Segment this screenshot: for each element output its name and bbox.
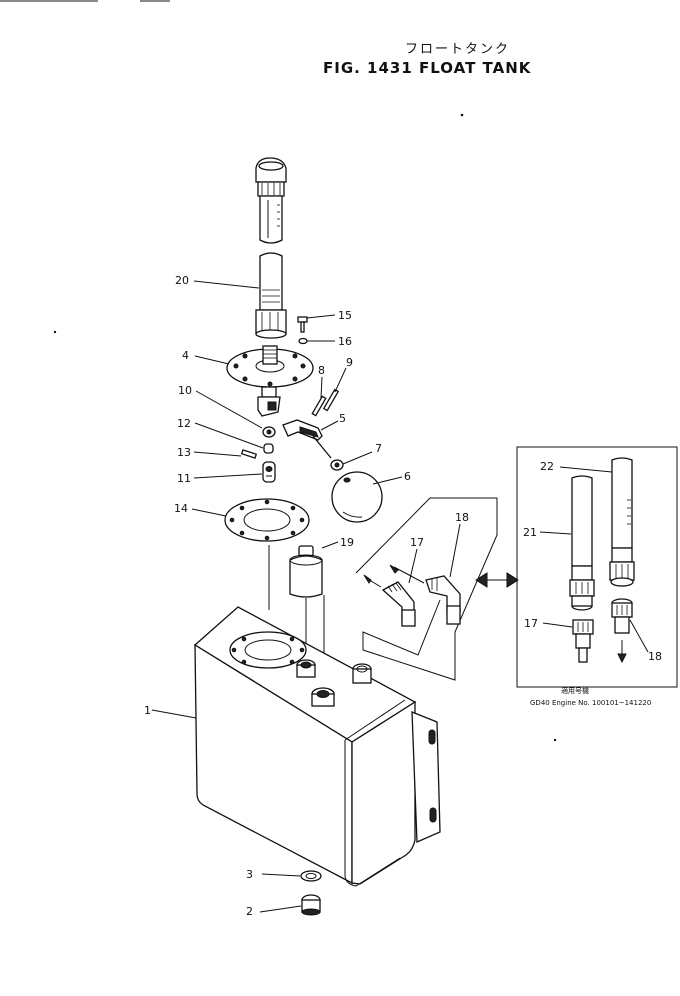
inset-part-22-pipe bbox=[609, 457, 635, 587]
inset-part-label-21: 21 bbox=[523, 526, 537, 539]
leader-3 bbox=[261, 873, 301, 877]
part-label-1: 1 bbox=[144, 704, 151, 717]
part-label-9: 9 bbox=[346, 356, 353, 369]
interchange-arrow bbox=[475, 572, 519, 588]
leader-20 bbox=[193, 280, 260, 289]
leader-10 bbox=[195, 390, 263, 429]
leader-9 bbox=[334, 367, 347, 393]
leader-17 bbox=[408, 548, 418, 584]
part-label-11: 11 bbox=[177, 472, 191, 485]
leader-11 bbox=[193, 473, 263, 479]
part-label-16: 16 bbox=[338, 335, 352, 348]
leader-14 bbox=[191, 508, 227, 517]
part-label-3: 3 bbox=[246, 868, 253, 881]
title-japanese: フロートタンク bbox=[405, 42, 510, 57]
inset-leader-17 bbox=[542, 622, 573, 628]
figure-title: FIG. 1431 FLOAT TANK bbox=[323, 59, 532, 77]
leader-5 bbox=[320, 420, 339, 431]
part-label-10: 10 bbox=[178, 384, 192, 397]
part-19-strainer bbox=[289, 545, 323, 598]
part-label-7: 7 bbox=[375, 442, 382, 455]
inset-part-18-fitting bbox=[611, 598, 633, 664]
part-label-2: 2 bbox=[246, 905, 253, 918]
part-14-gasket bbox=[224, 498, 310, 542]
inset-part-17-fitting bbox=[572, 619, 594, 663]
part-1-tank bbox=[193, 606, 441, 887]
part-13-pin bbox=[240, 449, 258, 459]
part-12-collar bbox=[263, 443, 274, 454]
inset-part-label-17: 17 bbox=[524, 617, 538, 630]
part-6-float-ball bbox=[331, 471, 383, 523]
inset-leader-22 bbox=[559, 466, 613, 473]
inset-caption-japanese: 適用号機 bbox=[561, 686, 589, 695]
part-15-bolt bbox=[297, 316, 308, 333]
part-4-flange bbox=[226, 345, 314, 417]
inset-panel bbox=[516, 446, 678, 688]
part-3-seal bbox=[300, 870, 322, 882]
part-7-nut bbox=[330, 459, 344, 471]
part-label-4: 4 bbox=[182, 349, 189, 362]
inset-caption-serial: GD40 Engine No. 100101~141220 bbox=[530, 699, 651, 707]
part-20-pipe-assembly bbox=[255, 157, 287, 339]
part-11-clip bbox=[262, 461, 276, 483]
leader-19 bbox=[321, 541, 339, 549]
leader-13 bbox=[193, 451, 242, 457]
leader-7 bbox=[342, 451, 373, 465]
part-2-drain-plug bbox=[301, 894, 321, 916]
inset-leader-18 bbox=[629, 619, 649, 653]
part-18-elbow bbox=[389, 564, 461, 625]
part-label-12: 12 bbox=[177, 417, 191, 430]
part-label-13: 13 bbox=[177, 446, 191, 459]
fittings-callout-frame bbox=[355, 497, 498, 681]
part-label-8: 8 bbox=[318, 364, 325, 377]
part-label-18: 18 bbox=[455, 511, 469, 524]
part-8-pin bbox=[311, 395, 327, 417]
leader-18 bbox=[449, 523, 461, 578]
part-label-14: 14 bbox=[174, 502, 188, 515]
leader-8 bbox=[320, 376, 323, 399]
part-9-pin bbox=[322, 388, 340, 412]
leader-12 bbox=[194, 422, 264, 449]
part-label-15: 15 bbox=[338, 309, 352, 322]
inset-part-label-18: 18 bbox=[648, 650, 662, 663]
part-10-nut bbox=[262, 426, 276, 438]
part-label-17: 17 bbox=[410, 536, 424, 549]
part-5-float-arm bbox=[282, 419, 332, 459]
part-16-washer bbox=[298, 337, 308, 345]
leader-4 bbox=[194, 355, 230, 365]
inset-part-21-pipe bbox=[569, 475, 595, 611]
leader-1 bbox=[151, 709, 197, 719]
leader-15 bbox=[306, 314, 336, 319]
part-17-elbow bbox=[363, 574, 416, 627]
part-label-5: 5 bbox=[339, 412, 346, 425]
part-label-19: 19 bbox=[340, 536, 354, 549]
part-label-6: 6 bbox=[404, 470, 411, 483]
leader-2 bbox=[259, 905, 302, 913]
part-label-20: 20 bbox=[175, 274, 189, 287]
inset-part-label-22: 22 bbox=[540, 460, 554, 473]
inset-leader-21 bbox=[539, 531, 572, 535]
scan-dots bbox=[53, 113, 557, 742]
leader-6 bbox=[372, 476, 403, 485]
